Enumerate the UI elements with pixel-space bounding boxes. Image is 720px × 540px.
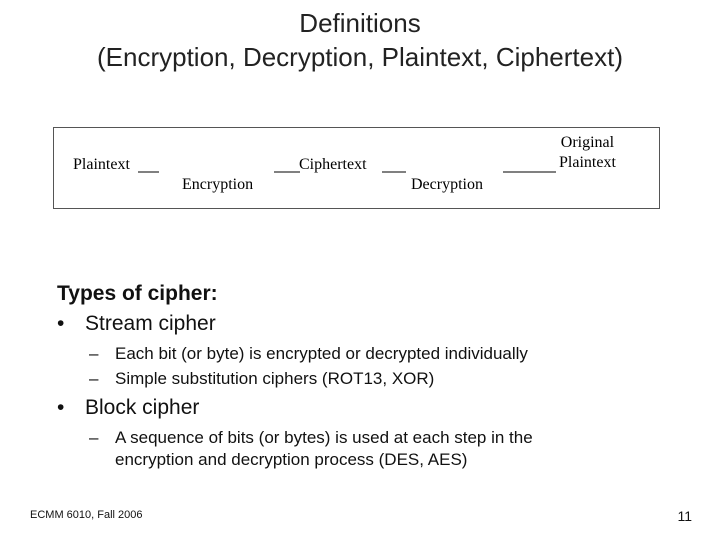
block-point-1: –A sequence of bits (or bytes) is used a… [89, 427, 533, 471]
dash-marker: – [89, 369, 99, 388]
bullet-dot: • [57, 312, 65, 335]
plaintext-label: Plaintext [73, 156, 130, 173]
stream-cipher-label: Stream cipher [85, 312, 216, 335]
footer-course: ECMM 6010, Fall 2006 [30, 509, 143, 521]
original-plaintext-label: Original Plaintext [559, 133, 616, 173]
stream-point-1-text: Each bit (or byte) is encrypted or decry… [115, 344, 528, 363]
page-number: 11 [677, 508, 692, 524]
bullet-dot: • [57, 396, 65, 419]
block-point-1-line-2: encryption and decryption process (DES, … [115, 450, 468, 469]
decryption-label: Decryption [411, 176, 483, 193]
title-line-2: (Encryption, Decryption, Plaintext, Ciph… [97, 42, 623, 72]
encryption-label: Encryption [182, 176, 254, 193]
stream-point-2-text: Simple substitution ciphers (ROT13, XOR) [115, 369, 435, 388]
stream-point-2: –Simple substitution ciphers (ROT13, XOR… [89, 368, 434, 390]
diagram-lines [138, 171, 556, 173]
slide-title: Definitions (Encryption, Decryption, Pla… [0, 6, 720, 74]
title-line-1: Definitions [299, 8, 421, 38]
block-cipher-label: Block cipher [85, 396, 200, 419]
block-point-1-line-1: A sequence of bits (or bytes) is used at… [115, 428, 533, 447]
stream-cipher-bullet: • Stream cipher [57, 312, 216, 336]
original-line-1: Original [560, 134, 615, 151]
types-heading: Types of cipher: [57, 282, 218, 305]
stream-point-1: –Each bit (or byte) is encrypted or decr… [89, 343, 528, 365]
dash-marker: – [89, 344, 99, 363]
dash-marker: – [89, 428, 99, 447]
ciphertext-label: Ciphertext [299, 156, 367, 173]
original-line-2: Plaintext [559, 154, 616, 171]
block-cipher-bullet: • Block cipher [57, 396, 199, 420]
encryption-diagram: Plaintext Encryption Ciphertext Decrypti… [53, 127, 660, 209]
